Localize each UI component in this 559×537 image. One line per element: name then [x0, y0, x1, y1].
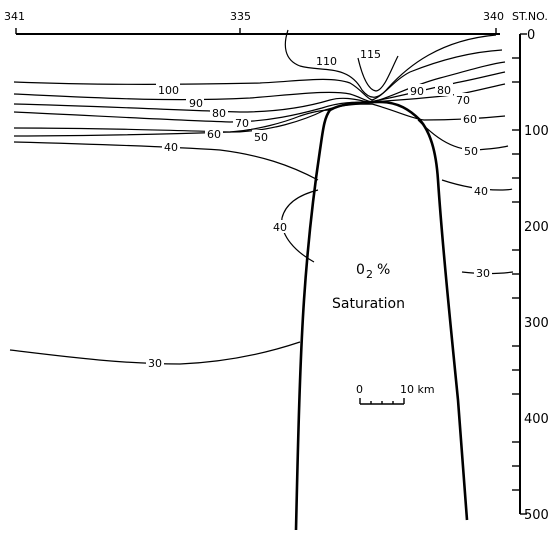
station-label-mid: 335	[230, 10, 251, 23]
contour-110	[284, 29, 497, 98]
depth-tick-100: 100	[524, 124, 549, 139]
contour-60	[13, 103, 506, 133]
scale-start-label: 0	[356, 383, 363, 396]
contour-30	[9, 271, 514, 365]
contour-label-60-right: 60	[463, 113, 477, 126]
contour-label-70-left: 70	[235, 117, 249, 130]
contour-label-70-right: 70	[456, 94, 470, 107]
contour-label-50-left: 50	[254, 131, 268, 144]
contour-label-115: 115	[360, 48, 381, 61]
contour-lines	[9, 29, 514, 365]
seamount-outline	[294, 100, 469, 531]
contour-labels: 115 110 100 90 90 80 80 70 70 60 60 50 5…	[146, 47, 492, 370]
contour-90	[13, 61, 506, 103]
station-axis-unit: ST.NO.	[512, 10, 548, 23]
contour-label-40-mid: 40	[273, 221, 287, 234]
contour-label-90-right: 90	[410, 85, 424, 98]
contour-label-60-left: 60	[207, 128, 221, 141]
station-label-right: 340	[483, 10, 504, 23]
station-axis: 341 335 340 ST.NO.	[4, 10, 548, 35]
contour-label-80-left: 80	[212, 107, 226, 120]
contour-label-30-right: 30	[476, 267, 490, 280]
station-label-left: 341	[4, 10, 25, 23]
contour-115	[357, 55, 399, 92]
contour-label-50-right: 50	[464, 145, 478, 158]
contour-70	[13, 83, 506, 123]
depth-axis: 0 100 200 300 400 500	[512, 28, 549, 523]
contour-label-40-left: 40	[164, 141, 178, 154]
depth-tick-400: 400	[524, 412, 549, 427]
contour-80	[13, 71, 506, 113]
depth-tick-0: 0	[527, 28, 535, 43]
depth-tick-200: 200	[524, 220, 549, 235]
title-percent: %	[377, 262, 390, 278]
scale-end-label: 10 km	[400, 383, 435, 396]
depth-tick-300: 300	[524, 316, 549, 331]
title-subscript: 2	[366, 268, 373, 281]
figure-title: 0 2 % Saturation	[332, 262, 405, 312]
depth-tick-500: 500	[524, 508, 549, 523]
scale-bar: 0 10 km	[356, 383, 435, 405]
title-o: 0	[356, 262, 365, 278]
contour-label-110: 110	[316, 55, 337, 68]
contour-label-90-left: 90	[189, 97, 203, 110]
contour-label-100: 100	[158, 84, 179, 97]
contour-label-30-left: 30	[148, 357, 162, 370]
title-saturation: Saturation	[332, 296, 405, 312]
contour-100	[13, 49, 503, 101]
contour-40	[13, 141, 513, 263]
contour-label-80-right: 80	[437, 84, 451, 97]
contour-label-40-right: 40	[474, 185, 488, 198]
